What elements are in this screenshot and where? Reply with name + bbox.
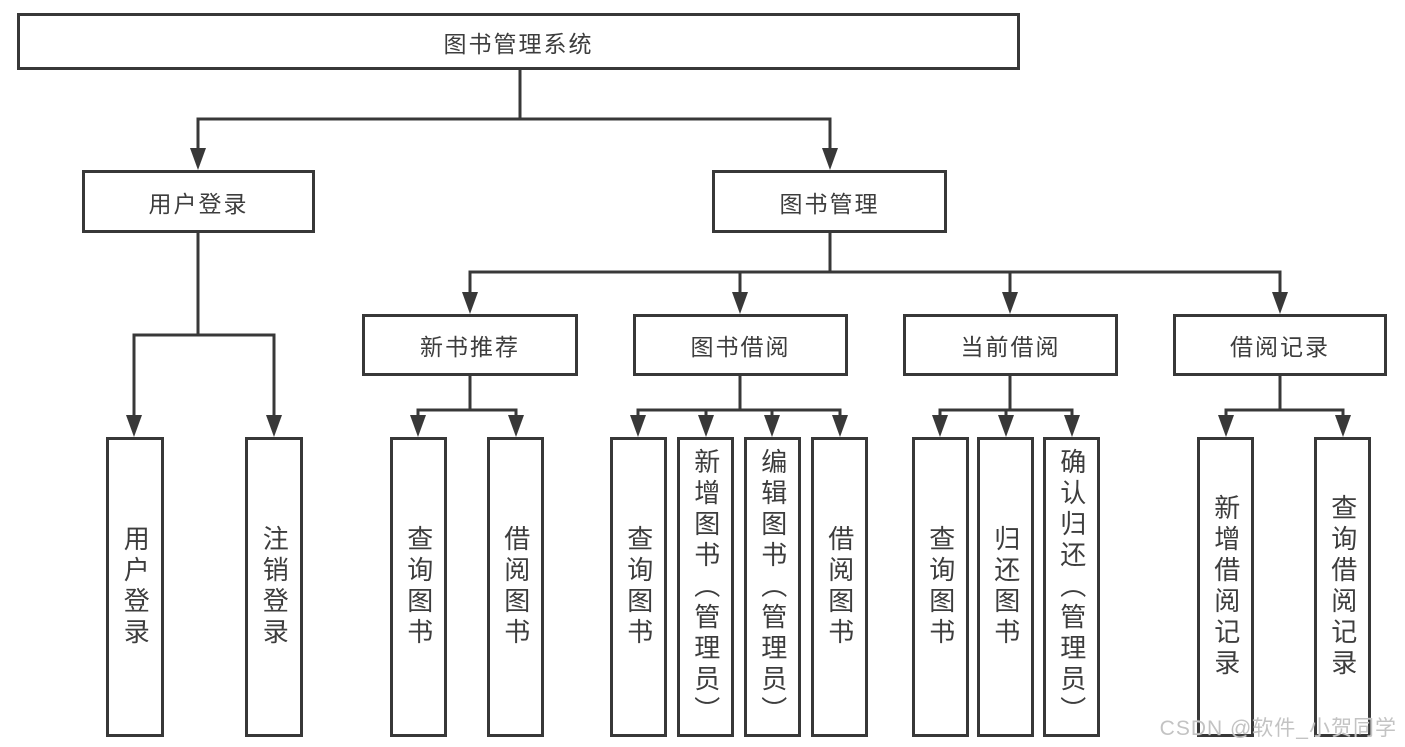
node-label: 编辑图书（管理员）: [757, 447, 788, 727]
node-label: 图书借阅: [690, 334, 791, 360]
leaf-user-login: 用户登录: [106, 437, 164, 737]
leaf-query-books-current: 查询图书: [912, 437, 969, 737]
node-label: 新书推荐: [420, 334, 520, 360]
node-label: 图书管理: [779, 190, 880, 217]
leaf-borrow-books-recommend: 借阅图书: [487, 437, 544, 737]
leaf-edit-book-admin: 编辑图书（管理员）: [744, 437, 801, 737]
leaf-add-book-admin: 新增图书（管理员）: [677, 437, 734, 737]
leaf-confirm-return-admin: 确认归还（管理员）: [1043, 437, 1100, 737]
node-label: 新增图书（管理员）: [690, 447, 721, 727]
node-label: 用户登录: [148, 190, 249, 217]
node-book-management: 图书管理: [712, 170, 947, 233]
node-label: 查询图书: [623, 525, 654, 649]
node-label: 图书管理系统: [443, 30, 594, 57]
node-label: 查询图书: [403, 525, 434, 649]
node-label: 用户登录: [120, 525, 151, 649]
leaf-add-borrow-record: 新增借阅记录: [1197, 437, 1254, 737]
node-user-login: 用户登录: [82, 170, 315, 233]
node-label: 归还图书: [990, 525, 1021, 649]
node-label: 借阅记录: [1230, 334, 1330, 360]
leaf-query-borrow-record: 查询借阅记录: [1314, 437, 1371, 737]
leaf-return-book: 归还图书: [977, 437, 1034, 737]
leaf-borrow-books-borrow: 借阅图书: [811, 437, 868, 737]
node-label: 确认归还（管理员）: [1056, 447, 1087, 727]
leaf-query-books-recommend: 查询图书: [390, 437, 447, 737]
node-label: 当前借阅: [960, 334, 1061, 360]
node-label: 借阅图书: [824, 525, 855, 649]
node-label: 新增借阅记录: [1210, 494, 1241, 680]
node-book-borrowing: 图书借阅: [633, 314, 848, 376]
leaf-query-books-borrow: 查询图书: [610, 437, 667, 737]
node-borrowing-records: 借阅记录: [1173, 314, 1387, 376]
node-new-book-recommendation: 新书推荐: [362, 314, 578, 376]
leaf-logout: 注销登录: [245, 437, 303, 737]
node-root-book-management-system: 图书管理系统: [17, 13, 1020, 70]
node-label: 查询图书: [925, 525, 956, 649]
node-label: 注销登录: [259, 525, 290, 649]
node-label: 借阅图书: [500, 525, 531, 649]
csdn-watermark: CSDN @软件_小贺同学: [1159, 717, 1397, 740]
node-label: 查询借阅记录: [1327, 494, 1358, 680]
node-current-borrowing: 当前借阅: [903, 314, 1118, 376]
